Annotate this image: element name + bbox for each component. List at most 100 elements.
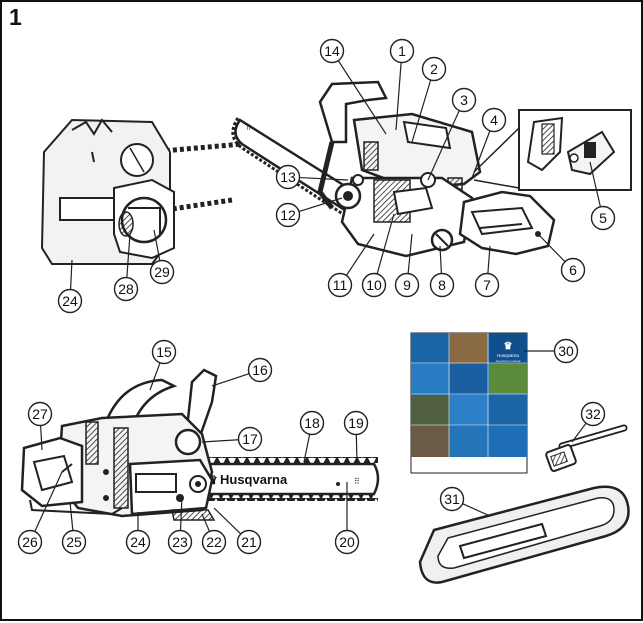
callout-leader-line (303, 434, 311, 463)
callout-number: 6 (569, 262, 577, 278)
callout-number: 26 (22, 534, 38, 550)
callout-number: 32 (585, 406, 601, 422)
callout-leader-line (537, 233, 566, 263)
callout-18: 18 (299, 410, 325, 463)
callout-2: 2 (411, 56, 447, 143)
booklet-logo-icon: ♛ (504, 341, 513, 352)
callout-28: 28 (113, 233, 139, 302)
callout-number: 4 (490, 112, 498, 128)
callout-12: 12 (275, 197, 343, 228)
guide-bar-18 (200, 462, 380, 496)
callout-4: 4 (471, 107, 507, 179)
callout-27: 27 (27, 401, 53, 451)
callout-leader-line (213, 507, 242, 535)
callout-leader-line (395, 62, 402, 131)
callout-leader-line (427, 110, 460, 181)
callout-circle (439, 486, 465, 512)
callout-circle (149, 259, 175, 285)
callout-circle (394, 272, 420, 298)
callout-20: 20 (334, 482, 360, 555)
callout-leader-line (69, 259, 73, 290)
callout-22: 22 (201, 513, 227, 555)
callout-1: 1 (389, 38, 415, 131)
callout-circle (319, 38, 345, 64)
booklet-photo-trees (411, 395, 449, 425)
callout-number: 23 (172, 534, 188, 550)
callout-leader-line (487, 245, 491, 274)
combination-spanner-32 (545, 424, 628, 472)
guide-bar-logo: Husqvarna (220, 472, 288, 487)
booklet-photo-bark (450, 333, 488, 363)
callout-24: 24 (57, 259, 83, 314)
callout-circle (57, 288, 83, 314)
booklet-subtitle: Operator's manual (496, 359, 521, 363)
callout-leader-line (462, 503, 491, 517)
callout-number: 21 (241, 534, 257, 550)
callout-number: 28 (118, 281, 134, 297)
callout-leader-line (298, 197, 343, 213)
callout-number: 7 (483, 277, 491, 293)
callout-number: 22 (206, 534, 222, 550)
callout-leader-line (40, 425, 43, 451)
callout-leader-line (345, 233, 375, 276)
bumper-spike-22 (171, 509, 216, 521)
callout-circle (125, 529, 151, 555)
callout-8: 8 (429, 245, 455, 298)
callout-circle (429, 272, 455, 298)
bar-nut-17 (174, 428, 202, 456)
callout-15: 15 (149, 339, 177, 391)
callout-circle (481, 107, 507, 133)
saw-chain-19-top (200, 457, 378, 463)
callout-circle (201, 529, 227, 555)
front-handle-main (318, 80, 388, 144)
callout-number: 1 (398, 43, 406, 59)
callout-leader-line (411, 79, 432, 143)
callout-leader-line (571, 422, 587, 443)
callout-leader-line (201, 439, 239, 443)
saw-chain-20-bottom (200, 495, 378, 501)
callout-16: 16 (211, 357, 273, 387)
callout-6: 6 (537, 233, 586, 283)
rear-guard-25 (29, 499, 123, 516)
callout-circle (327, 272, 353, 298)
callout-29: 29 (149, 229, 175, 285)
callout-21: 21 (213, 507, 262, 555)
callout-25: 25 (61, 501, 87, 555)
callout-circle (334, 529, 360, 555)
stop-switch-5 (584, 142, 596, 158)
callout-number: 11 (333, 277, 348, 293)
callout-leader-line (439, 245, 443, 274)
callout-circle (451, 87, 477, 113)
booklet-photo-forest (489, 364, 527, 394)
chainsaw-main-view: ⠿ (231, 80, 632, 258)
callout-23: 23 (167, 495, 193, 555)
callout-circle (389, 38, 415, 64)
callout-17: 17 (201, 426, 263, 452)
guide-bar-upper (234, 118, 366, 218)
booklet-brand: Husqvarna (497, 353, 519, 358)
callout-number: 5 (599, 210, 607, 226)
chain-tensioner-13 (352, 174, 364, 186)
callout-circle (580, 401, 606, 427)
callout-24: 24 (125, 512, 151, 555)
callout-7: 7 (474, 245, 500, 298)
callout-13: 13 (275, 164, 349, 190)
callout-number: 2 (430, 61, 438, 77)
callout-circle (553, 338, 579, 364)
stop-switch-inset (473, 109, 632, 191)
callout-26: 26 (17, 471, 63, 555)
callout-32: 32 (571, 401, 606, 443)
clutch-cover-assembly (40, 118, 243, 265)
callout-circle (474, 272, 500, 298)
callout-number: 12 (280, 207, 296, 223)
svg-text:⠿: ⠿ (246, 124, 251, 132)
callout-number: 3 (460, 92, 468, 108)
callout-number: 9 (403, 277, 411, 293)
callout-number: 30 (558, 343, 574, 359)
callout-3: 3 (427, 87, 477, 181)
chain-catcher-23 (176, 494, 184, 502)
callout-number: 8 (438, 277, 446, 293)
chain-catcher-28 (118, 211, 134, 237)
